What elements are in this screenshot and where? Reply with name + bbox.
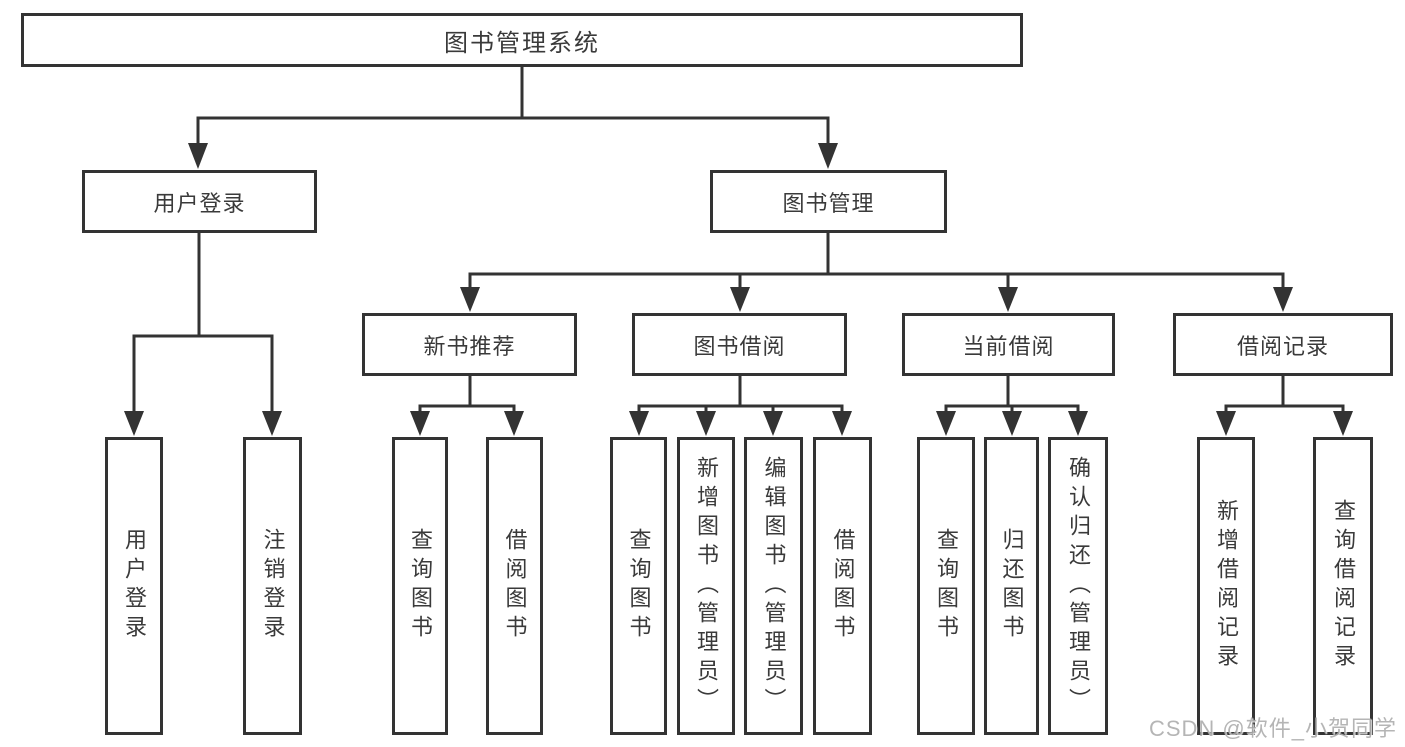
leaf-return-books: 归还图书 — [984, 437, 1039, 735]
leaf-add-borrow-record: 新增借阅记录 — [1197, 437, 1255, 735]
leaf-logout: 注销登录 — [243, 437, 302, 735]
node-borrowing-records: 借阅记录 — [1173, 313, 1393, 376]
leaf-user-login: 用户登录 — [105, 437, 163, 735]
leaf-query-books-3: 查询图书 — [917, 437, 975, 735]
leaf-query-books-2: 查询图书 — [610, 437, 667, 735]
node-current-borrowing: 当前借阅 — [902, 313, 1115, 376]
node-book-borrowing: 图书借阅 — [632, 313, 847, 376]
leaf-query-borrow-record: 查询借阅记录 — [1313, 437, 1373, 735]
leaf-confirm-return-admin: 确认归还（管理员） — [1048, 437, 1108, 735]
leaf-add-books-admin: 新增图书（管理员） — [677, 437, 735, 735]
node-library-management-system: 图书管理系统 — [21, 13, 1023, 67]
leaf-edit-books-admin: 编辑图书（管理员） — [744, 437, 803, 735]
leaf-borrow-books-1: 借阅图书 — [486, 437, 543, 735]
leaf-borrow-books-2: 借阅图书 — [813, 437, 872, 735]
node-user-login-branch: 用户登录 — [82, 170, 317, 233]
node-new-book-recommendation: 新书推荐 — [362, 313, 577, 376]
node-book-management-branch: 图书管理 — [710, 170, 947, 233]
arrowhead-icons — [124, 143, 1353, 436]
leaf-query-books-1: 查询图书 — [392, 437, 448, 735]
